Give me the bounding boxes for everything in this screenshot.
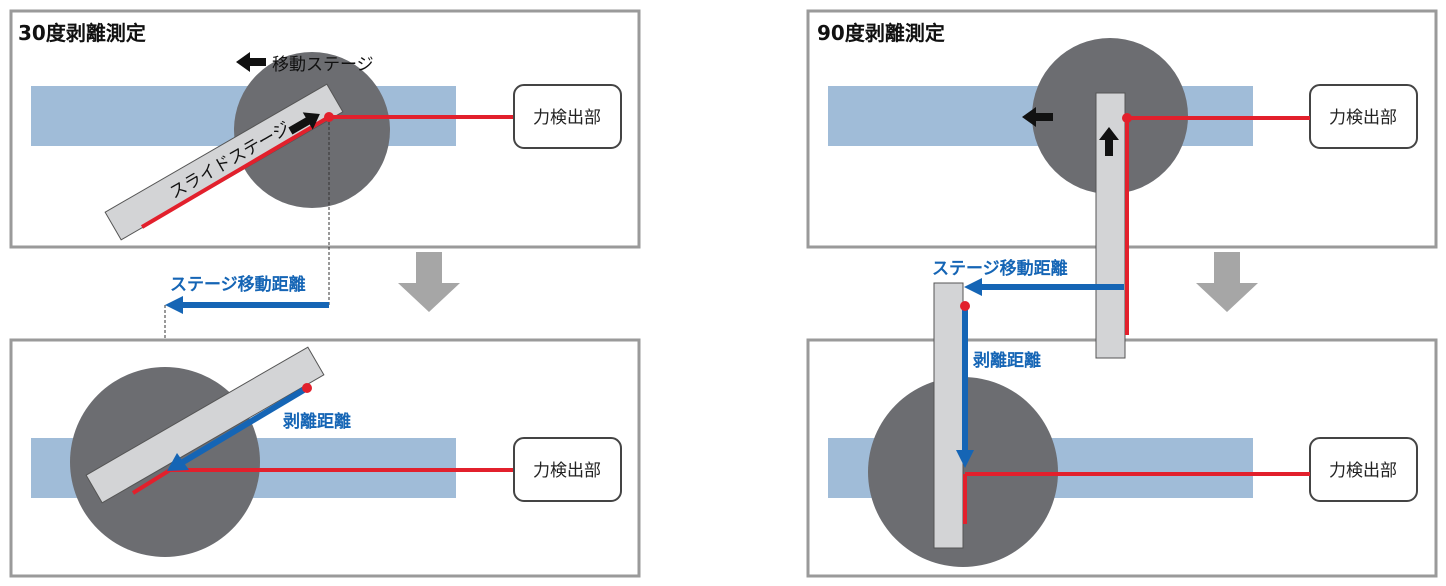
- left-arrow-icon: [236, 52, 266, 72]
- panel-title-90: 90度剥離測定: [817, 21, 945, 45]
- peel-point: [960, 301, 970, 311]
- down-arrow-icon: [1196, 252, 1258, 312]
- force-detector-label: 力検出部: [533, 108, 601, 128]
- peel-line-tape: [140, 115, 331, 229]
- peel-distance-arrowhead: [167, 453, 189, 471]
- down-arrow-icon: [398, 252, 460, 312]
- force-detector-label: 力検出部: [1329, 108, 1397, 128]
- peel-distance-arrowhead: [956, 450, 974, 468]
- peel-point: [302, 383, 312, 393]
- peel-distance-label: 剥離距離: [283, 411, 351, 432]
- up-arrow-icon: [1099, 127, 1119, 156]
- diagonal-arrow-icon: [288, 112, 320, 135]
- force-detector-label: 力検出部: [1329, 461, 1397, 481]
- stage-travel-label: ステージ移動距離: [932, 258, 1068, 279]
- moving-stage-label: 移動ステージ: [272, 55, 374, 75]
- force-detector-box: [513, 84, 622, 149]
- peel-distance-arrow: [181, 385, 309, 465]
- stage-travel-arrowhead: [165, 296, 183, 314]
- slide-stage: [933, 282, 964, 549]
- left-arrow-icon: [1022, 107, 1053, 127]
- stage-travel-arrowhead: [964, 278, 982, 296]
- peel-distance-label: 剥離距離: [973, 350, 1041, 371]
- stage-travel-label: ステージ移動距離: [170, 274, 306, 295]
- panel-title-30: 30度剥離測定: [18, 21, 146, 45]
- peel-line-tape: [131, 468, 172, 495]
- force-detector-box: [1309, 437, 1418, 502]
- peel-point: [1122, 113, 1132, 123]
- force-detector-label: 力検出部: [533, 461, 601, 481]
- force-detector-box: [513, 437, 622, 502]
- slide-stage: [85, 346, 325, 504]
- peel-point: [324, 112, 334, 122]
